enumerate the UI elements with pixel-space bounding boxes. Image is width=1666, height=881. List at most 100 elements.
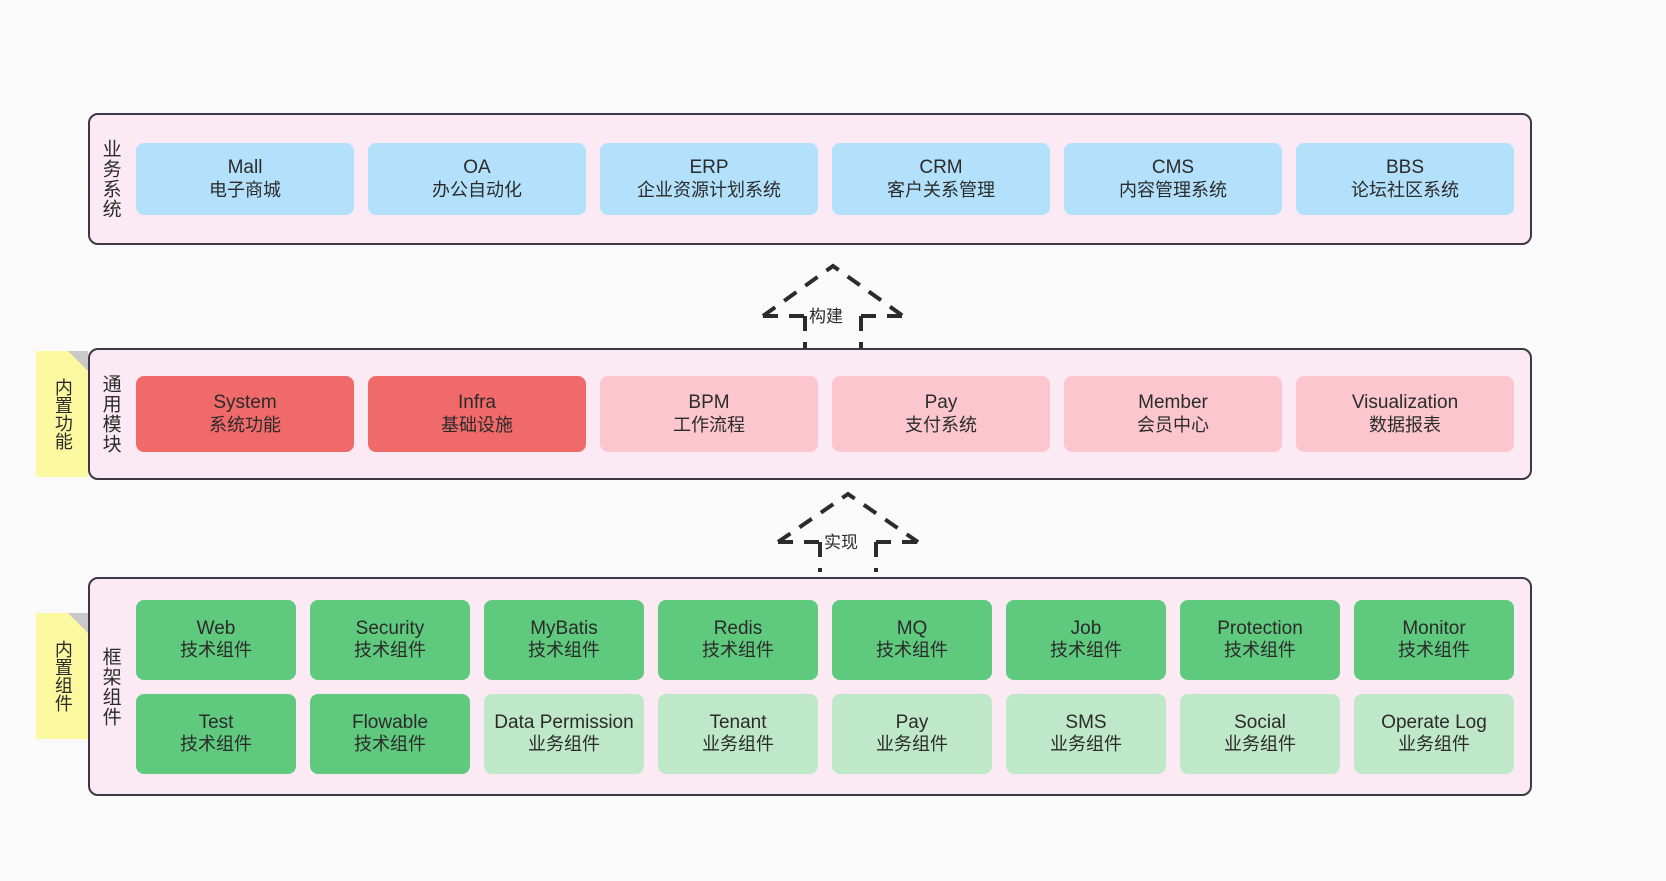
- node-title: SMS: [1065, 711, 1107, 733]
- node-subtitle: 技术组件: [1050, 640, 1122, 661]
- node-row: Test 技术组件 Flowable 技术组件 Data Permission …: [136, 693, 1514, 774]
- node-subtitle: 技术组件: [1398, 640, 1470, 661]
- node-cms[interactable]: CMS 内容管理系统: [1064, 143, 1282, 215]
- node-data-permission[interactable]: Data Permission 业务组件: [484, 693, 644, 774]
- connector-build-arrow: [761, 263, 905, 350]
- layer-body-business-system: Mall 电子商城 OA 办公自动化 ERP 企业资源计划系统 CRM 客户关系…: [130, 115, 1530, 243]
- node-title: Monitor: [1402, 617, 1466, 639]
- node-subtitle: 数据报表: [1369, 414, 1441, 435]
- connector-implement-arrow: [776, 491, 920, 572]
- node-subtitle: 技术组件: [702, 640, 774, 661]
- node-flowable[interactable]: Flowable 技术组件: [310, 693, 470, 774]
- node-subtitle: 客户关系管理: [887, 179, 995, 200]
- node-pay-component[interactable]: Pay 业务组件: [832, 693, 992, 774]
- node-social[interactable]: Social 业务组件: [1180, 693, 1340, 774]
- layer-title-common-module: 通用模块: [90, 350, 130, 478]
- node-row: Mall 电子商城 OA 办公自动化 ERP 企业资源计划系统 CRM 客户关系…: [136, 143, 1514, 215]
- node-subtitle: 基础设施: [441, 414, 513, 435]
- layer-business-system: 业务系统 Mall 电子商城 OA 办公自动化 ERP 企业资源计划系统 CRM: [88, 113, 1532, 245]
- node-title: Operate Log: [1381, 711, 1487, 733]
- node-title: BBS: [1385, 157, 1425, 179]
- node-test[interactable]: Test 技术组件: [136, 693, 296, 774]
- node-redis[interactable]: Redis 技术组件: [658, 599, 818, 680]
- node-system[interactable]: System 系统功能: [136, 376, 354, 452]
- node-row: Web 技术组件 Security 技术组件 MyBatis 技术组件 Redi…: [136, 599, 1514, 680]
- node-row: System 系统功能 Infra 基础设施 BPM 工作流程 Pay 支付系统…: [136, 376, 1514, 452]
- node-title: Tenant: [709, 711, 767, 733]
- node-title: Social: [1234, 711, 1286, 733]
- node-security[interactable]: Security 技术组件: [310, 599, 470, 680]
- layer-title-text: 业务系统: [99, 139, 121, 219]
- node-subtitle: 系统功能: [209, 414, 281, 435]
- node-subtitle: 内容管理系统: [1119, 179, 1227, 200]
- connector-implement-label: 实现: [822, 528, 860, 553]
- node-title: OA: [463, 157, 491, 179]
- node-subtitle: 技术组件: [1224, 640, 1296, 661]
- node-title: Mall: [227, 157, 263, 179]
- note-fold-corner-icon: [68, 613, 88, 633]
- node-subtitle: 技术组件: [354, 734, 426, 755]
- layer-framework-component: 框架组件 Web 技术组件 Security 技术组件 MyBatis 技术组件…: [88, 577, 1532, 796]
- node-job[interactable]: Job 技术组件: [1006, 599, 1166, 680]
- node-title: Test: [198, 711, 234, 733]
- node-subtitle: 工作流程: [673, 414, 745, 435]
- note-text: 内置功能: [52, 378, 73, 450]
- node-title: Protection: [1217, 617, 1303, 639]
- node-subtitle: 技术组件: [180, 640, 252, 661]
- node-operate-log[interactable]: Operate Log 业务组件: [1354, 693, 1514, 774]
- node-web[interactable]: Web 技术组件: [136, 599, 296, 680]
- node-subtitle: 业务组件: [702, 734, 774, 755]
- node-sms[interactable]: SMS 业务组件: [1006, 693, 1166, 774]
- node-crm[interactable]: CRM 客户关系管理: [832, 143, 1050, 215]
- note-text: 内置组件: [52, 640, 73, 712]
- layer-title-text: 通用模块: [99, 374, 121, 454]
- node-protection[interactable]: Protection 技术组件: [1180, 599, 1340, 680]
- node-title: Job: [1070, 617, 1102, 639]
- node-visualization[interactable]: Visualization 数据报表: [1296, 376, 1514, 452]
- note-fold-corner-icon: [68, 351, 88, 371]
- node-subtitle: 技术组件: [354, 640, 426, 661]
- note-builtin-function: 内置功能: [36, 351, 88, 477]
- node-bbs[interactable]: BBS 论坛社区系统: [1296, 143, 1514, 215]
- node-infra[interactable]: Infra 基础设施: [368, 376, 586, 452]
- layer-body-framework-component: Web 技术组件 Security 技术组件 MyBatis 技术组件 Redi…: [130, 579, 1530, 794]
- node-title: Web: [196, 617, 236, 639]
- node-erp[interactable]: ERP 企业资源计划系统: [600, 143, 818, 215]
- layer-title-business-system: 业务系统: [90, 115, 130, 243]
- node-title: CMS: [1151, 157, 1195, 179]
- layer-common-module: 通用模块 System 系统功能 Infra 基础设施 BPM 工作流程 Pay: [88, 348, 1532, 480]
- node-title: Security: [355, 617, 425, 639]
- node-title: CRM: [919, 157, 963, 179]
- node-bpm[interactable]: BPM 工作流程: [600, 376, 818, 452]
- node-title: System: [213, 392, 277, 414]
- node-subtitle: 支付系统: [905, 414, 977, 435]
- node-title: Visualization: [1351, 392, 1459, 414]
- node-title: MyBatis: [530, 617, 598, 639]
- node-pay-module[interactable]: Pay 支付系统: [832, 376, 1050, 452]
- layer-title-framework-component: 框架组件: [90, 579, 130, 794]
- node-title: Pay: [895, 711, 929, 733]
- layer-body-common-module: System 系统功能 Infra 基础设施 BPM 工作流程 Pay 支付系统…: [130, 350, 1530, 478]
- node-member[interactable]: Member 会员中心: [1064, 376, 1282, 452]
- node-tenant[interactable]: Tenant 业务组件: [658, 693, 818, 774]
- node-subtitle: 业务组件: [1050, 734, 1122, 755]
- node-subtitle: 电子商城: [209, 179, 281, 200]
- node-subtitle: 技术组件: [180, 734, 252, 755]
- node-title: BPM: [688, 392, 730, 414]
- node-oa[interactable]: OA 办公自动化: [368, 143, 586, 215]
- node-subtitle: 会员中心: [1137, 414, 1209, 435]
- connector-build: 构建: [745, 258, 921, 350]
- node-mq[interactable]: MQ 技术组件: [832, 599, 992, 680]
- node-subtitle: 企业资源计划系统: [637, 179, 781, 200]
- node-mybatis[interactable]: MyBatis 技术组件: [484, 599, 644, 680]
- node-subtitle: 业务组件: [528, 734, 600, 755]
- node-title: Data Permission: [494, 711, 634, 733]
- node-subtitle: 技术组件: [876, 640, 948, 661]
- node-mall[interactable]: Mall 电子商城: [136, 143, 354, 215]
- node-monitor[interactable]: Monitor 技术组件: [1354, 599, 1514, 680]
- node-subtitle: 业务组件: [1398, 734, 1470, 755]
- node-title: Pay: [924, 392, 958, 414]
- note-builtin-component: 内置组件: [36, 613, 88, 739]
- node-title: ERP: [689, 157, 729, 179]
